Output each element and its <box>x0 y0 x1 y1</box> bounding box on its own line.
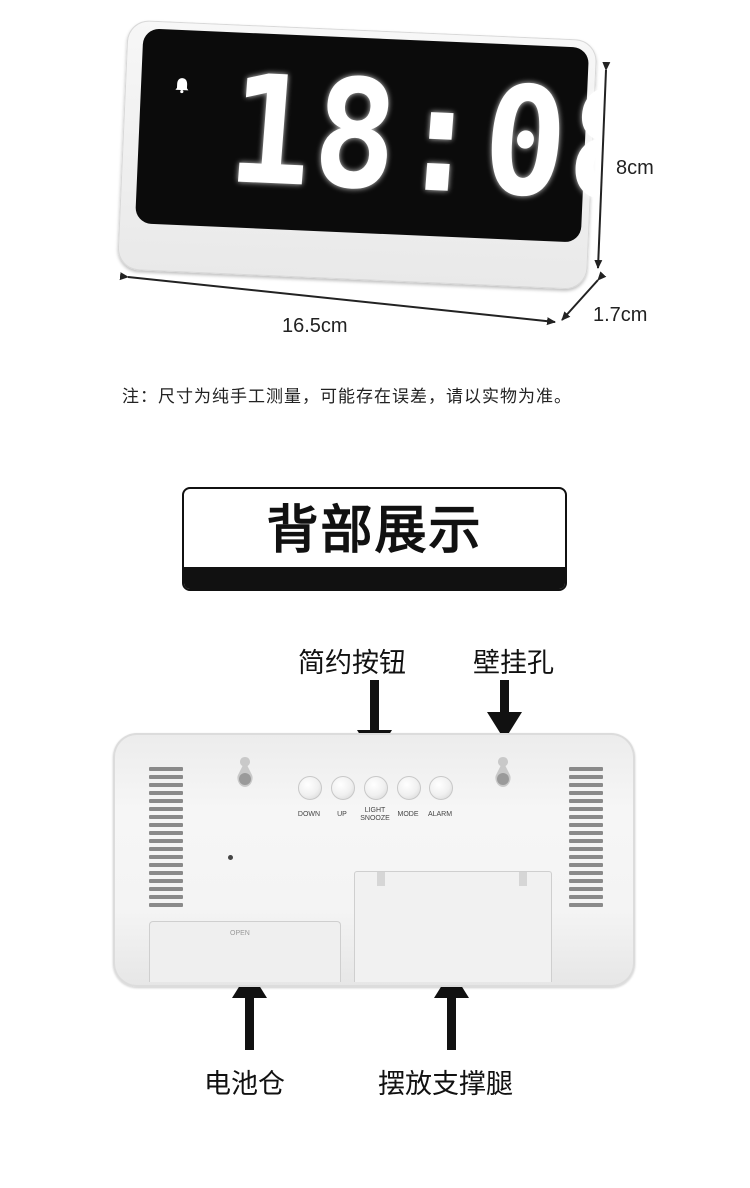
front-clock-image: 18:08 <box>116 19 660 301</box>
callout-stand: 摆放支撑腿 <box>378 1069 513 1100</box>
callout-buttons: 简约按钮 <box>298 648 406 679</box>
clock-body: 18:08 <box>116 19 660 290</box>
down-button[interactable] <box>298 776 322 800</box>
height-label: 8cm <box>616 157 654 179</box>
callout-battery: 电池仓 <box>204 1069 285 1100</box>
battery-compartment[interactable]: OPEN <box>149 921 341 982</box>
stand-tab-left <box>377 872 385 886</box>
width-arrow <box>119 272 556 326</box>
width-label: 16.5cm <box>282 315 348 337</box>
alarm-button-label: ALARM <box>427 811 453 818</box>
alarm-button[interactable] <box>429 776 453 800</box>
dimension-arrows <box>119 61 611 326</box>
clock-screen: 18:08 <box>135 28 660 243</box>
back-clock-image: DOWN UP LIGHT SNOOZE MODE ALARM OPEN <box>113 733 635 987</box>
up-button[interactable] <box>331 776 355 800</box>
down-button-label: DOWN <box>297 811 321 818</box>
reset-hole <box>228 855 233 860</box>
section-banner: 背部展示 <box>182 487 567 591</box>
depth-label: 1.7cm <box>593 304 648 326</box>
depth-arrow <box>561 271 607 321</box>
banner-bar <box>184 567 565 589</box>
arrow-down-buttons <box>370 680 379 732</box>
mode-button[interactable] <box>397 776 421 800</box>
mode-button-label: MODE <box>397 811 419 818</box>
light-snooze-button[interactable] <box>364 776 388 800</box>
callout-wall-hole: 壁挂孔 <box>473 648 554 679</box>
light-snooze-button-label: LIGHT SNOOZE <box>360 807 390 822</box>
wall-hole-left <box>237 757 253 787</box>
wall-hole-right <box>495 757 511 787</box>
section-title: 背部展示 <box>266 501 483 561</box>
stand-leg[interactable] <box>354 871 552 982</box>
measurement-note: 注：尺寸为纯手工测量，可能存在误差，请以实物为准。 <box>122 387 572 407</box>
up-button-label: UP <box>337 811 347 818</box>
battery-open-text: OPEN <box>230 930 250 937</box>
stand-tab-right <box>519 872 527 886</box>
bell-icon <box>175 78 189 94</box>
vent-right <box>569 767 603 911</box>
arrow-down-wall-hole <box>500 680 509 714</box>
vent-left <box>149 767 183 911</box>
height-arrow <box>594 61 611 269</box>
